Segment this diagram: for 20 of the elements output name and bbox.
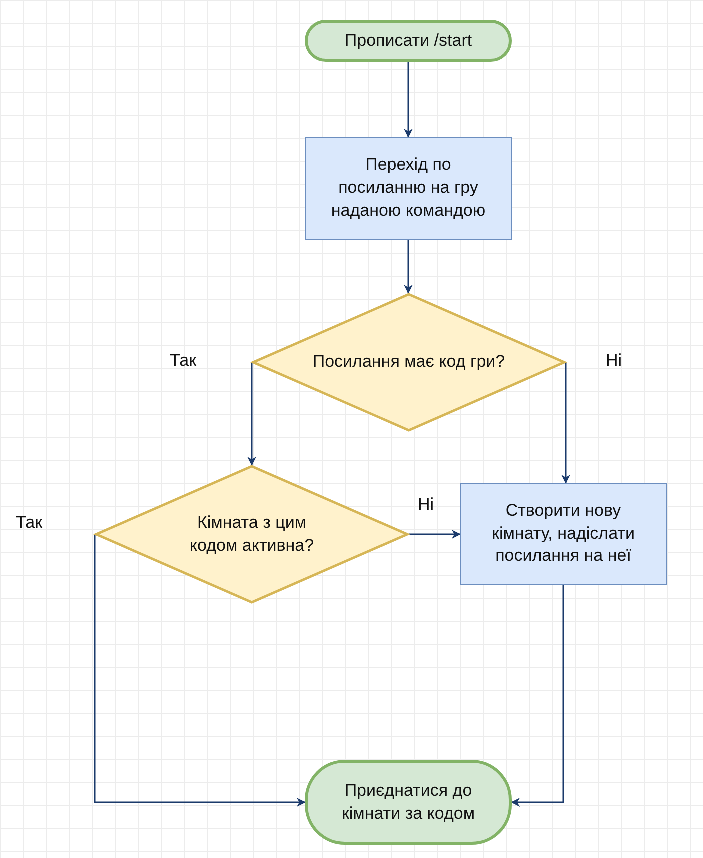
node-text: Приєднатися до кімнати за кодом: [340, 780, 476, 824]
arrow: [511, 585, 564, 807]
node-text: Прописати /start: [344, 30, 472, 52]
arrow: [404, 62, 413, 138]
arrow: [409, 530, 461, 539]
node-text: Кімната з цим кодом активна?: [188, 512, 316, 556]
arrow: [94, 534, 306, 807]
node-text: Посилання має код гри?: [312, 351, 506, 374]
edge-label: Так: [170, 351, 197, 371]
edge-label: Ні: [418, 495, 434, 515]
edge-label: Так: [16, 513, 43, 533]
arrow: [562, 362, 570, 484]
node-text: Створити нову кімнату, надіслати посилання на неї: [491, 500, 636, 568]
terminal-pill: [305, 20, 512, 62]
arrow: [404, 240, 413, 294]
arrow: [248, 362, 256, 466]
process-box: [460, 483, 667, 585]
node-text: Перехід по посиланню на гру наданою командою: [330, 154, 487, 222]
process-box: [305, 137, 512, 240]
edge-label: Ні: [606, 351, 622, 371]
